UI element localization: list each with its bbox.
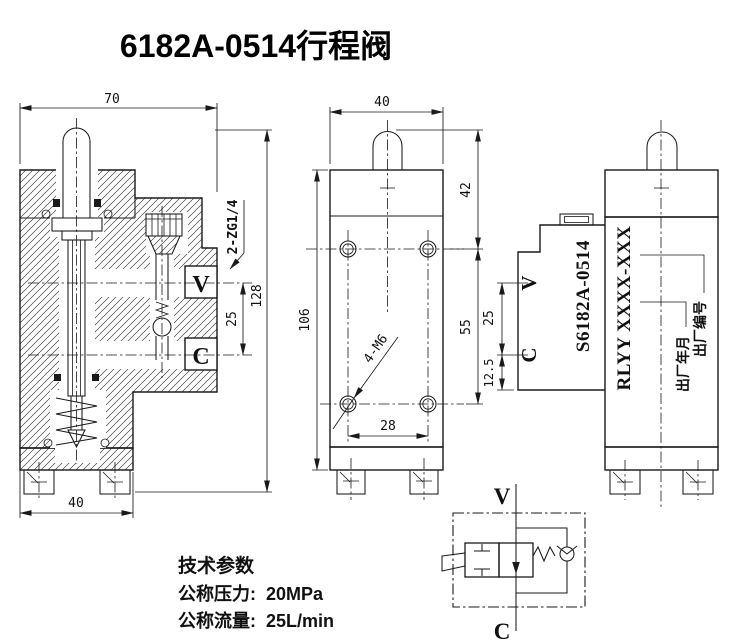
spec-flow-value: 25L/min [266, 611, 334, 631]
flow-arrowhead [512, 562, 520, 574]
port-c-opening [185, 338, 217, 370]
dim-42: 42 [459, 182, 474, 198]
dim-106: 106 [298, 308, 313, 331]
base-flange [604, 446, 719, 471]
plunger [372, 131, 403, 170]
dim-70: 70 [104, 92, 120, 107]
hole-centerlines [306, 230, 464, 442]
schematic-port-c: C [494, 619, 511, 644]
oring-top-left [41, 209, 51, 219]
front-view: 40 42 55 106 28 4-M6 [298, 95, 483, 500]
oring-bottom-right [100, 438, 110, 448]
side-view: V C S6182A-0514 RLYY XXXX-XXX 出厂年月 出厂编号 … [482, 120, 719, 508]
foot-centerlines [624, 460, 699, 500]
spec-pressure-value: 20MPa [266, 584, 324, 604]
dim-28: 28 [380, 419, 396, 434]
bypass-branch [516, 527, 568, 594]
check-valve-seat [556, 545, 578, 555]
poppet-stem [155, 254, 169, 300]
oring-top-right [103, 209, 113, 219]
ext-128 [135, 129, 272, 493]
seal-mid-left [54, 374, 61, 381]
port-v-label: V [192, 272, 210, 298]
port-boss [559, 213, 594, 226]
port-v-opening [185, 266, 217, 298]
poppet-spring [154, 301, 170, 319]
section-view: V C 70 128 25 40 2-ZG1/4 [19, 92, 272, 518]
port-c-label: C [517, 347, 541, 362]
code-stamp: RLYY XXXX-XXX [614, 225, 635, 390]
spool-lower [70, 396, 83, 430]
plunger-actuator-symbol [441, 552, 466, 572]
port-v-label: V [517, 275, 541, 290]
body-outline [329, 169, 444, 448]
step-profile [517, 224, 605, 391]
dim-55: 55 [459, 319, 474, 335]
dim-40: 40 [374, 95, 390, 110]
return-spring [55, 397, 98, 446]
plunger-bore [56, 169, 98, 219]
thread-note-leader [229, 252, 245, 270]
page-title: 6182A-0514行程阀 [120, 28, 392, 64]
valve-position-right [498, 542, 534, 578]
date-leader [640, 301, 687, 327]
spool-rod-lines [72, 240, 81, 396]
dim-25: 25 [225, 311, 240, 327]
spec-heading: 技术参数 [178, 554, 255, 577]
dim-128: 128 [250, 284, 265, 307]
check-valve-ball [559, 546, 575, 562]
port-c-box [184, 337, 218, 371]
spec-block: 技术参数 公称压力: 20MPa 公称流量: 25L/min [178, 554, 334, 631]
ext-70 [19, 103, 218, 192]
base-flange [329, 446, 444, 471]
serial-stamp-label: 出厂编号 [692, 301, 708, 357]
poppet-stem-lower [155, 336, 169, 360]
plunger [646, 131, 678, 170]
foot-centerlines [350, 458, 425, 500]
hole-note-leader-tail [332, 397, 355, 430]
blocked-port-symbols [474, 544, 490, 576]
model-stamp: S6182A-0514 [573, 240, 594, 352]
ext-42-55 [396, 129, 483, 405]
plug-taper [147, 235, 181, 255]
thread-note: 2-ZG1/4 [226, 199, 241, 254]
foot-ticks [26, 471, 115, 484]
foot-ticks [339, 471, 424, 483]
port-boss-inner [564, 216, 589, 223]
flange-recess [50, 217, 104, 237]
spring-symbol [532, 545, 556, 563]
foot-ticks [612, 471, 698, 484]
foot-centerlines [38, 462, 116, 500]
spool-bore [59, 236, 95, 392]
ext-40 [329, 107, 444, 164]
hole-note-leader [353, 336, 399, 399]
port-c-label: C [192, 344, 209, 370]
dim-25: 25 [482, 310, 497, 326]
plug-knurl [146, 214, 182, 236]
date-stamp-label: 出厂年月 [675, 336, 691, 392]
port-v-box [184, 265, 218, 299]
serial-leader [640, 254, 705, 293]
ext-106 [312, 169, 328, 471]
seal-mid-right [92, 374, 99, 381]
enclosure-box [452, 512, 586, 608]
seal-right [94, 199, 101, 207]
oring-bottom-left [43, 438, 53, 448]
seal-left [53, 199, 60, 207]
schematic-port-v: V [494, 484, 511, 509]
hole-note: 4-M6 [361, 332, 391, 366]
spec-flow-label: 公称流量: [178, 610, 256, 631]
dim-12-5: 12.5 [482, 359, 496, 388]
cap-block [604, 169, 719, 218]
plate-recess [55, 448, 100, 463]
spec-pressure-label: 公称压力: [178, 583, 256, 604]
dim-40: 40 [68, 496, 84, 511]
hydraulic-schematic: V C [441, 484, 586, 644]
